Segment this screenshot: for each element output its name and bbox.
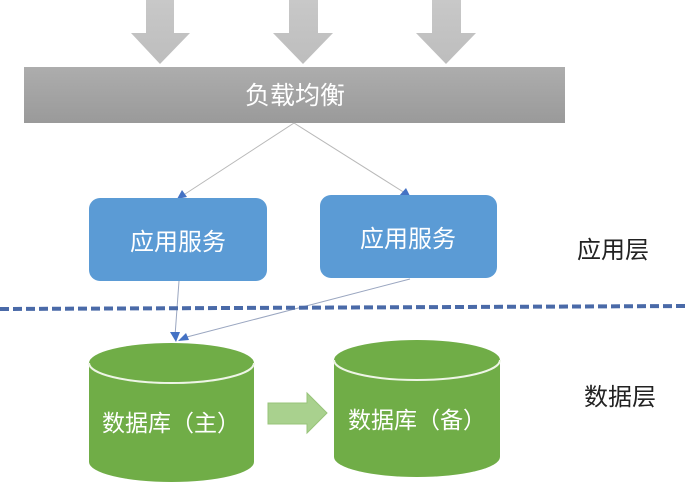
app-service-1[interactable]: 应用服务 (89, 198, 267, 281)
database-standby[interactable]: 数据库（备） (333, 340, 501, 477)
cylinder-body[interactable] (89, 363, 254, 482)
app-service-label: 应用服务 (360, 225, 456, 253)
load-balancer: 负载均衡 (24, 67, 565, 123)
arrowhead-db-2 (178, 333, 189, 341)
layer-label-data: 数据层 (584, 383, 656, 411)
arrowhead-app-1 (177, 190, 187, 199)
database-label: 数据库（主） (102, 411, 240, 437)
replication-arrow (267, 391, 328, 435)
cylinder-rim (333, 359, 501, 381)
connector-lb-to-app-2 (293, 122, 406, 194)
cylinder-rim (88, 362, 255, 384)
db-arrowheads (170, 332, 189, 342)
app-service-2[interactable]: 应用服务 (320, 195, 497, 278)
cylinder-body[interactable] (334, 360, 500, 477)
incoming-arrow-1 (131, 0, 190, 64)
app-service-label: 应用服务 (130, 228, 226, 256)
database-primary[interactable]: 数据库（主） (88, 343, 255, 482)
connector-lb-to-app-1 (181, 122, 295, 197)
incoming-arrow-2 (273, 0, 333, 64)
database-label: 数据库（备） (348, 408, 486, 434)
app-service-box[interactable] (89, 198, 267, 281)
incoming-arrow-3 (416, 0, 476, 64)
layer-label-application: 应用层 (577, 236, 649, 264)
app-service-box[interactable] (320, 195, 497, 278)
arrowhead-db-1 (170, 332, 180, 342)
layer-separator (0, 304, 689, 311)
cylinder-top (89, 343, 254, 383)
load-balancer-bar (24, 67, 565, 123)
cylinder-top (334, 340, 500, 380)
connector-app-2-to-db (182, 278, 411, 339)
lb-connectors (177, 122, 410, 199)
replication-arrow-icon (267, 391, 328, 435)
load-balancer-label: 负载均衡 (245, 81, 345, 110)
arrowhead-app-2 (399, 188, 410, 196)
incoming-request-arrows (131, 0, 476, 64)
